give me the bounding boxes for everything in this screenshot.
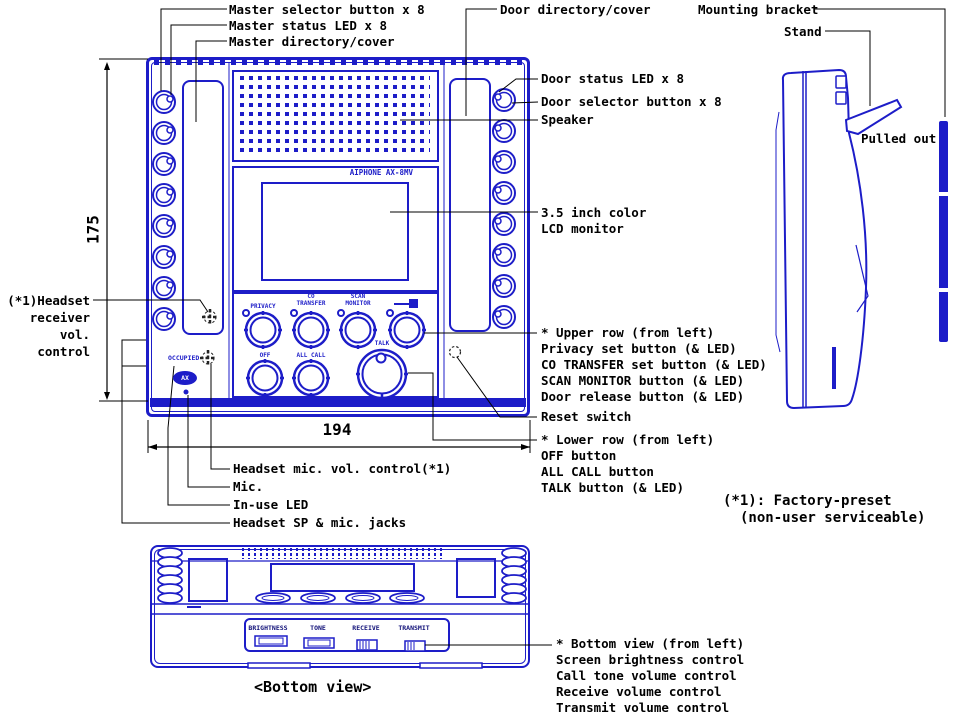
label-bottom-view-header: * Bottom view (from left) <box>556 636 745 651</box>
label-door-status: Door status LED x 8 <box>541 71 684 86</box>
label-headset-receiver-line: vol. <box>59 327 90 342</box>
label-reset-switch: Reset switch <box>541 409 632 424</box>
label-headset-receiver: (*1)Headset receiver vol. control <box>0 292 90 360</box>
label-factory-note-2: (non-user serviceable) <box>740 510 926 526</box>
dimension-175 <box>99 58 148 402</box>
scan-label: SCAN <box>350 293 366 300</box>
occupied-label: OCCUPIED <box>168 354 200 362</box>
label-factory-note-1: (*1): Factory-preset <box>723 493 892 509</box>
label-headset-jacks: Headset SP & mic. jacks <box>233 515 407 530</box>
label-speaker: Speaker <box>541 112 594 127</box>
bottom-right-compartment <box>456 558 496 598</box>
front-top-rib-edge <box>154 58 524 65</box>
stand-pulled-out <box>844 98 903 136</box>
talk-label: TALK <box>374 340 390 347</box>
label-mic: Mic. <box>233 479 264 494</box>
label-headset-receiver-line: (*1)Headset <box>7 293 90 308</box>
label-upper-item: Door release button (& LED) <box>541 389 745 404</box>
stand-recess <box>855 244 869 313</box>
label-lower-item: TALK button (& LED) <box>541 480 684 495</box>
tone-label: TONE <box>310 624 326 632</box>
receive-label: RECEIVE <box>352 624 380 632</box>
label-mounting-bracket: Mounting bracket <box>698 2 819 17</box>
side-view <box>775 68 903 410</box>
monitor-label: MONITOR <box>345 300 371 307</box>
side-slot <box>832 347 836 389</box>
label-bottom-view-item: Transmit volume control <box>556 700 730 715</box>
label-upper-item: CO TRANSFER set button (& LED) <box>541 357 767 372</box>
all-call-label: ALL CALL <box>296 352 326 359</box>
dimension-width-label: 194 <box>322 420 352 439</box>
label-headset-receiver-line: receiver <box>29 310 90 325</box>
label-master-selector: Master selector button x 8 <box>229 2 425 17</box>
mounting-bracket <box>939 121 948 342</box>
leader-stand <box>825 30 871 106</box>
lcd-screen <box>261 182 409 281</box>
bottom-vent-strip <box>242 548 444 559</box>
label-headset-mic-vol: Headset mic. vol. control(*1) <box>233 461 452 476</box>
side-cover-edge <box>775 111 781 353</box>
label-lower-item: OFF button <box>541 448 617 463</box>
front-bottom-bar <box>150 398 526 407</box>
label-lower-header: * Lower row (from left) <box>541 432 715 447</box>
label-master-directory: Master directory/cover <box>229 34 395 49</box>
off-label: OFF <box>259 352 271 359</box>
in-use-led: AX <box>173 371 197 385</box>
privacy-label: PRIVACY <box>250 303 276 310</box>
wall-hook <box>835 91 847 105</box>
master-directory-cover <box>182 80 224 335</box>
transmit-label: TRANSMIT <box>398 624 430 632</box>
transfer-label: TRANSFER <box>296 300 326 307</box>
label-stand: Stand <box>784 24 822 39</box>
leader-mounting-bracket <box>814 8 946 117</box>
label-upper-header: * Upper row (from left) <box>541 325 715 340</box>
speaker-grille <box>240 76 430 156</box>
label-in-use-led: In-use LED <box>233 497 309 512</box>
label-door-selector: Door selector button x 8 <box>541 94 722 109</box>
label-pulled-out: Pulled out <box>861 131 937 146</box>
label-lcd-line1: 3.5 inch color <box>541 205 647 220</box>
label-bottom-view-item: Receive volume control <box>556 684 722 699</box>
label-headset-receiver-line: control <box>37 344 90 359</box>
label-lcd-line2: LCD monitor <box>541 221 624 236</box>
door-directory-cover <box>449 78 491 332</box>
label-door-directory: Door directory/cover <box>500 2 651 17</box>
label-lower-item: ALL CALL button <box>541 464 654 479</box>
bottom-center-slot <box>270 563 415 592</box>
label-master-status: Master status LED x 8 <box>229 18 388 33</box>
co-label: CO <box>307 293 315 300</box>
brand-logo: AIPHONE AX-8MV <box>349 168 413 177</box>
side-seam <box>802 71 807 407</box>
wall-hook <box>835 75 847 89</box>
bottom-left-compartment <box>188 558 228 602</box>
side-body <box>781 68 868 410</box>
bottom-view-caption: <Bottom view> <box>254 678 372 696</box>
label-upper-item: Privacy set button (& LED) <box>541 341 737 356</box>
label-bottom-view-item: Screen brightness control <box>556 652 745 667</box>
label-upper-item: SCAN MONITOR button (& LED) <box>541 373 745 388</box>
brightness-label: BRIGHTNESS <box>248 624 288 632</box>
label-bottom-view-item: Call tone volume control <box>556 668 737 683</box>
dimension-height-label: 175 <box>83 215 103 244</box>
